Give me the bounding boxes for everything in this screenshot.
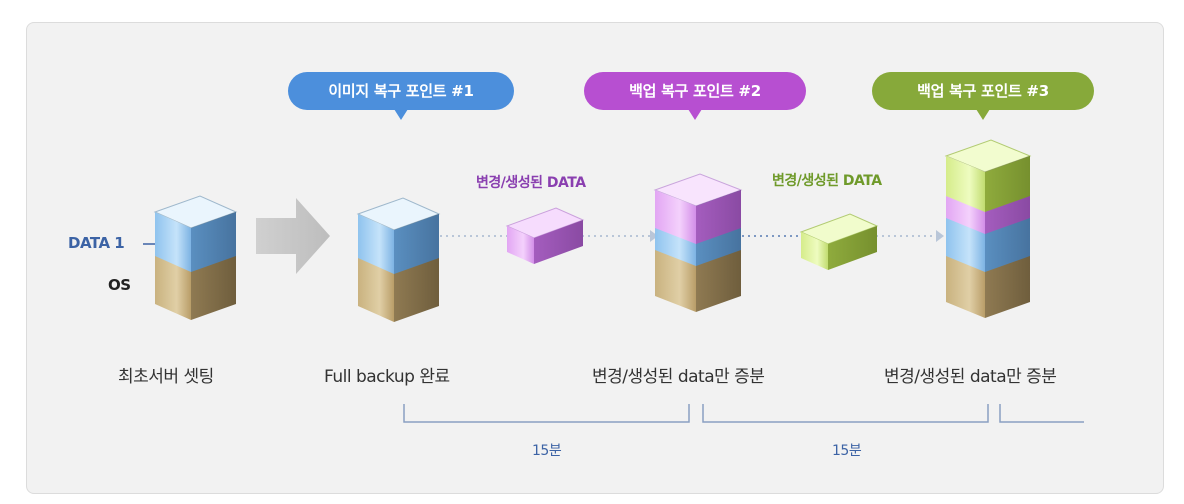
restore-point-bubble-1: 이미지 복구 포인트 #1: [288, 72, 514, 120]
caption-full-backup: Full backup 완료: [324, 367, 450, 387]
server-full-backup: [356, 197, 441, 322]
interval-bracket-3: [999, 404, 1084, 423]
interval-label-1: 15분: [532, 443, 562, 459]
caption-initial-setup: 최초서버 셋팅: [118, 367, 214, 387]
os-label: OS: [108, 276, 131, 294]
interval-bracket-2: [702, 404, 989, 423]
data1-label: DATA 1: [68, 234, 125, 252]
changed-data-label-1: 변경/생성된 DATA: [476, 175, 586, 191]
changed-data-label-2: 변경/생성된 DATA: [772, 173, 882, 189]
transition-arrow: [256, 198, 330, 274]
server-incremental-1: [653, 173, 743, 312]
changed-data-block-green: [799, 213, 879, 270]
changed-data-block-purple: [505, 207, 585, 264]
restore-point-bubble-3: 백업 복구 포인트 #3: [872, 72, 1094, 120]
server-incremental-2: [944, 139, 1032, 318]
interval-label-2: 15분: [832, 443, 862, 459]
interval-bracket-1: [403, 404, 690, 423]
caption-incremental-2: 변경/생성된 data만 증분: [884, 367, 1057, 387]
server-initial: [153, 195, 238, 320]
restore-point-bubble-2: 백업 복구 포인트 #2: [584, 72, 806, 120]
caption-incremental-1: 변경/생성된 data만 증분: [592, 367, 765, 387]
